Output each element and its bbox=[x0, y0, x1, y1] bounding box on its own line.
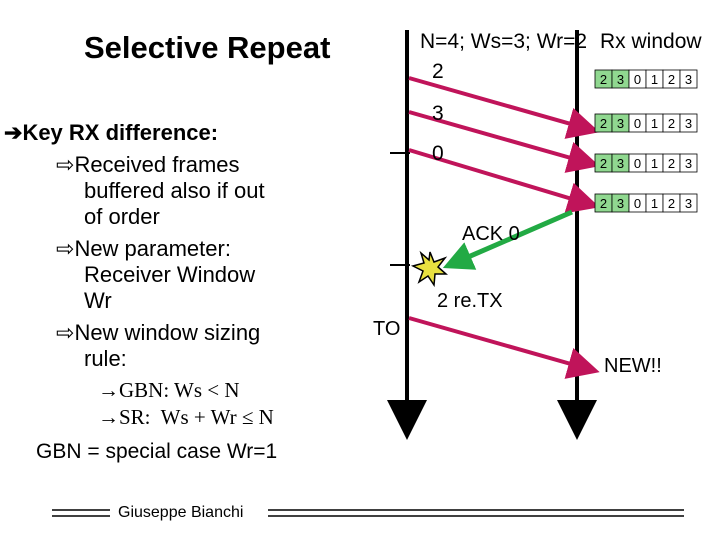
rx-window-cell-label: 0 bbox=[634, 196, 641, 211]
bullet-sub-2-line-1: New parameter: bbox=[74, 236, 231, 261]
retx-label: 2 re.TX bbox=[437, 290, 503, 312]
rx-window-cell bbox=[679, 193, 698, 213]
bullet-sub-1-line-3: of order bbox=[84, 204, 160, 229]
rx-window-cell-label: 2 bbox=[600, 156, 607, 171]
arrow-icon: → bbox=[98, 378, 119, 402]
bullet-sub-3: ⇨New window sizing bbox=[56, 320, 260, 346]
rx-window-cell-label: 1 bbox=[651, 156, 658, 171]
rx-window-cell-label: 2 bbox=[600, 72, 607, 87]
rx-window-cell-label: 3 bbox=[685, 72, 692, 87]
new-label: NEW!! bbox=[604, 355, 662, 377]
rule-gbn-text: GBN: Ws < N bbox=[119, 378, 240, 402]
bullet-sub-3-line-1: New window sizing bbox=[74, 320, 261, 345]
footer-author: Giuseppe Bianchi bbox=[118, 504, 244, 521]
frame-arrow-0 bbox=[408, 148, 600, 214]
bullet-sub-1-line-2: buffered also if out bbox=[84, 178, 265, 203]
arrow-icon: → bbox=[98, 405, 119, 429]
rx-window-cell bbox=[679, 113, 698, 133]
rx-window-cell-label: 2 bbox=[668, 196, 675, 211]
rule-gbn: →GBN: Ws < N bbox=[98, 378, 240, 403]
rule-special-case: GBN = special case Wr=1 bbox=[36, 440, 278, 463]
rx-window-cell-label: 3 bbox=[617, 116, 624, 131]
rx-window-cell-label: 1 bbox=[651, 116, 658, 131]
bullet-sub-2: ⇨New parameter: bbox=[56, 236, 231, 262]
timeout-label: TO bbox=[373, 318, 400, 340]
bullet-main-text: Key RX difference: bbox=[22, 120, 219, 145]
rx-window-label: Rx window bbox=[600, 30, 702, 53]
rx-window-cell bbox=[679, 69, 698, 89]
ack-arrow bbox=[442, 209, 573, 270]
frame-arrow-2 bbox=[408, 76, 600, 139]
rx-window-cell-label: 3 bbox=[685, 156, 692, 171]
rx-window-cell-label: 0 bbox=[634, 116, 641, 131]
rx-window-cell-label: 3 bbox=[685, 116, 692, 131]
hollow-arrow-icon: ⇨ bbox=[56, 152, 75, 177]
hollow-arrow-icon: ⇨ bbox=[56, 236, 75, 261]
bullet-sub-1-line-1: Received frames bbox=[74, 152, 240, 177]
rx-window-cell-label: 1 bbox=[651, 72, 658, 87]
arrow-right-icon: ➔ bbox=[4, 120, 23, 145]
frame-arrow-3 bbox=[408, 110, 600, 173]
frame-label-2: 2 bbox=[432, 60, 444, 83]
page-title: Selective Repeat bbox=[84, 30, 331, 65]
window-parameters: N=4; Ws=3; Wr=2 bbox=[420, 30, 588, 53]
rx-window-cell-label: 2 bbox=[668, 116, 675, 131]
frame-label-0: 0 bbox=[432, 142, 444, 165]
rx-window-cell-label: 0 bbox=[634, 72, 641, 87]
rx-window-cell-label: 2 bbox=[668, 72, 675, 87]
rx-window-cell-label: 3 bbox=[685, 196, 692, 211]
bullet-sub-2-line-3: Wr bbox=[84, 288, 112, 313]
ack-label: ACK 0 bbox=[462, 223, 520, 245]
bullet-sub-2-line-2: Receiver Window bbox=[84, 262, 256, 287]
rx-window-cell-label: 0 bbox=[634, 156, 641, 171]
frame-label-3: 3 bbox=[432, 102, 444, 125]
bullet-sub-1: ⇨Received frames bbox=[56, 152, 240, 178]
rx-window-cell-label: 2 bbox=[600, 116, 607, 131]
rx-window-cell-label: 2 bbox=[600, 196, 607, 211]
frame-arrow-retx-2 bbox=[408, 316, 600, 379]
rx-window-cell-label: 3 bbox=[617, 156, 624, 171]
star-burst-icon bbox=[410, 250, 448, 288]
rx-window-cell-label: 3 bbox=[617, 196, 624, 211]
bullet-sub-3-line-2: rule: bbox=[84, 346, 127, 371]
bullet-main: ➔Key RX difference: bbox=[4, 120, 218, 146]
rx-window-cell-label: 3 bbox=[617, 72, 624, 87]
rx-window-cell bbox=[679, 153, 698, 173]
rx-window-cell-label: 2 bbox=[668, 156, 675, 171]
rx-window-cell-label: 1 bbox=[651, 196, 658, 211]
rule-sr-text: SR: Ws + Wr ≤ N bbox=[119, 405, 274, 429]
rule-sr: →SR: Ws + Wr ≤ N bbox=[98, 405, 274, 430]
hollow-arrow-icon: ⇨ bbox=[56, 320, 75, 345]
